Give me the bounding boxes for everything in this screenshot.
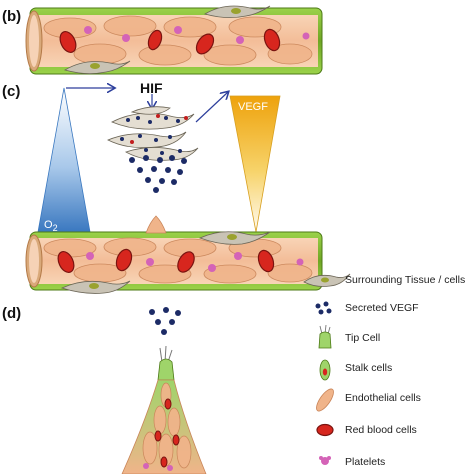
legend-label-5: Red blood cells [345,424,417,436]
panel-label-c: (c) [2,83,20,100]
legend-label-6: Platelets [345,456,385,468]
red-blood-cells-c [57,248,275,273]
legend: Surrounding Tissue / cells Secreted VEGF… [303,273,465,468]
secreted-vegf-d [149,307,181,335]
legend-label-1: Secreted VEGF [345,302,419,314]
hif-to-vegf-arrow [195,92,228,123]
vessel-b [25,5,323,75]
vegf-dots-icon [315,301,332,315]
vessel-c [25,215,323,294]
panel-label-d: (d) [2,305,21,322]
panel-label-b: (b) [2,8,21,25]
tissue-cells-b [64,5,271,74]
sprout-d [121,345,207,474]
cell-nuclei [130,114,188,144]
red-blood-cells-b [59,28,281,55]
platelets-c [86,252,304,272]
tissue-cell-icon [303,273,351,287]
vegf-label: VEGF [238,101,268,113]
legend-label-4: Endothelial cells [345,392,421,404]
red-blood-cells-d [154,398,180,468]
o2-label: O2 [44,219,58,233]
secreted-vegf-dots [129,155,187,193]
legend-label-2: Tip Cell [345,332,380,344]
tissue-cells-c [60,231,271,294]
platelet-icon [319,456,331,465]
hif-label: HIF [140,80,163,96]
endothelial-cell-icon [316,388,334,412]
platelets-b [84,26,310,44]
oxygen-gradient: O2 [37,87,91,233]
vegf-in-cells [120,116,182,155]
tip-cell-icon [318,324,332,349]
legend-label-3: Stalk cells [345,362,392,374]
hypoxic-tissue-cluster [107,106,199,161]
stalk-cell-icon [319,359,331,381]
legend-label-0: Surrounding Tissue / cells [345,274,465,286]
vegf-gradient: VEGF [229,95,281,233]
red-blood-cell-icon [316,423,334,437]
